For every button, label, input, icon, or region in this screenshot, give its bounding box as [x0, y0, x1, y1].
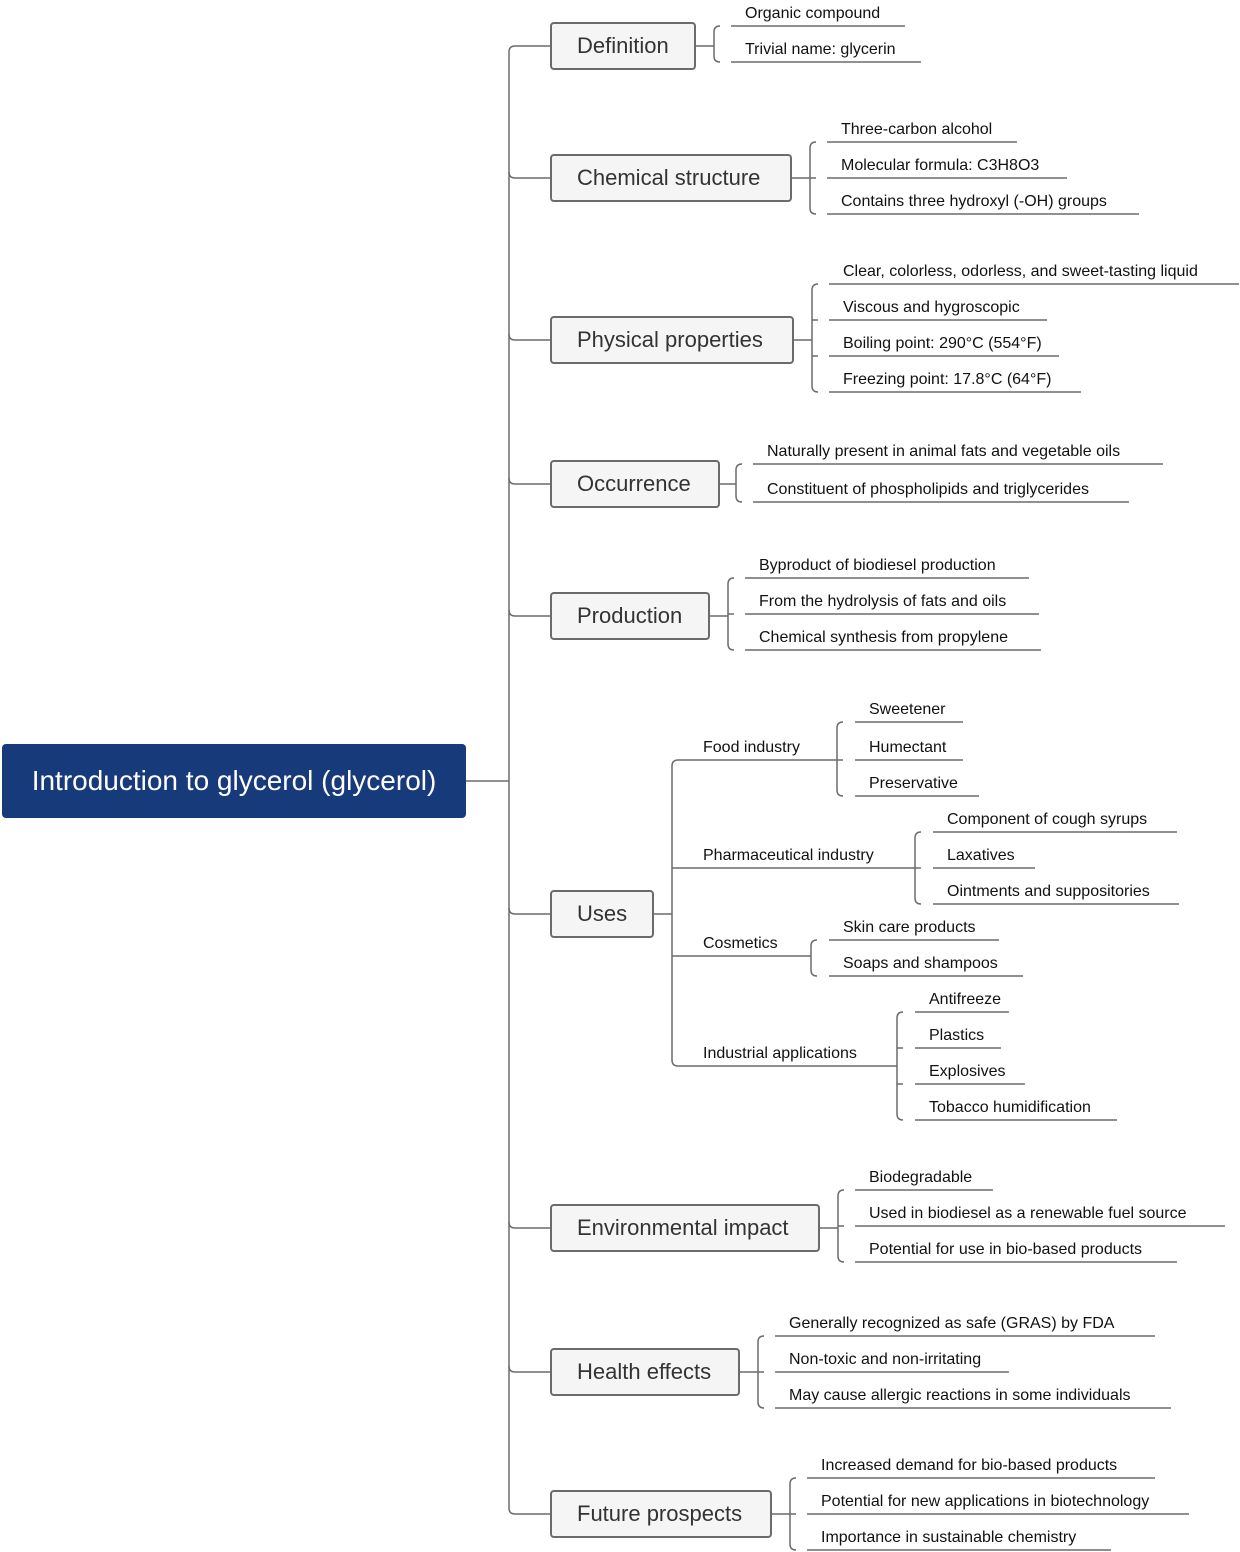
connector-line	[836, 721, 844, 797]
connector-line	[735, 463, 743, 503]
leaf-health-effects[interactable]: Generally recognized as safe (GRAS) by F…	[789, 1315, 1115, 1332]
leaf-environmental-impact[interactable]: Biodegradable	[869, 1169, 973, 1186]
leaf-production[interactable]: Byproduct of biodiesel production	[759, 557, 996, 574]
leaf-physical-properties[interactable]: Clear, colorless, odorless, and sweet-ta…	[843, 263, 1198, 280]
leaf-cosmetics[interactable]: Soaps and shampoos	[843, 955, 998, 972]
leaf-physical-properties[interactable]: Freezing point: 17.8°C (64°F)	[843, 371, 1052, 388]
topic-chemical-structure[interactable]: Chemical structure	[550, 154, 792, 202]
leaf-physical-properties[interactable]: Boiling point: 290°C (554°F)	[843, 335, 1042, 352]
leaf-industrial-applications[interactable]: Tobacco humidification	[929, 1099, 1091, 1116]
connector-line	[508, 45, 550, 53]
leaf-future-prospects[interactable]: Potential for new applications in biotec…	[821, 1493, 1150, 1510]
leaf-environmental-impact[interactable]: Used in biodiesel as a renewable fuel so…	[869, 1205, 1187, 1222]
leaf-industrial-applications[interactable]: Antifreeze	[929, 991, 1002, 1008]
connector-line	[508, 171, 550, 179]
leaf-occurrence[interactable]: Naturally present in animal fats and veg…	[767, 443, 1121, 460]
leaf-occurrence[interactable]: Constituent of phospholipids and triglyc…	[767, 481, 1089, 498]
leaf-food-industry[interactable]: Humectant	[869, 739, 947, 756]
leaf-environmental-impact[interactable]: Potential for use in bio-based products	[869, 1241, 1143, 1258]
leaf-production[interactable]: Chemical synthesis from propylene	[759, 629, 1008, 646]
topic-production[interactable]: Production	[550, 592, 710, 640]
topic-occurrence[interactable]: Occurrence	[550, 460, 720, 508]
connector-line	[671, 759, 679, 1067]
topic-environmental-impact[interactable]: Environmental impact	[550, 1204, 820, 1252]
leaf-pharmaceutical-industry[interactable]: Laxatives	[947, 847, 1015, 864]
connector-line	[508, 609, 550, 617]
leaf-industrial-applications[interactable]: Explosives	[929, 1063, 1006, 1080]
leaf-industrial-applications[interactable]: Plastics	[929, 1027, 985, 1044]
leaf-chemical-structure[interactable]: Molecular formula: C3H8O3	[841, 157, 1040, 174]
leaf-pharmaceutical-industry[interactable]: Component of cough syrups	[947, 811, 1148, 828]
connector-line	[508, 1221, 550, 1229]
leaf-future-prospects[interactable]: Importance in sustainable chemistry	[821, 1529, 1077, 1546]
topic-physical-properties[interactable]: Physical properties	[550, 316, 794, 364]
leaf-food-industry[interactable]: Sweetener	[869, 701, 946, 718]
leaf-food-industry[interactable]: Preservative	[869, 775, 958, 792]
topic-health-effects[interactable]: Health effects	[550, 1348, 740, 1396]
leaf-future-prospects[interactable]: Increased demand for bio-based products	[821, 1457, 1118, 1474]
leaf-pharmaceutical-industry[interactable]: Ointments and suppositories	[947, 883, 1150, 900]
connector-line	[508, 333, 550, 341]
group-cosmetics[interactable]: Cosmetics	[703, 935, 778, 952]
leaf-chemical-structure[interactable]: Contains three hydroxyl (-OH) groups	[841, 193, 1107, 210]
connector-line	[508, 1365, 550, 1373]
connector-line	[811, 283, 819, 393]
topic-uses[interactable]: Uses	[550, 890, 654, 938]
connector-line	[508, 477, 550, 485]
topic-definition[interactable]: Definition	[550, 22, 696, 70]
leaf-cosmetics[interactable]: Skin care products	[843, 919, 976, 936]
connector-line	[508, 1507, 550, 1515]
leaf-chemical-structure[interactable]: Three-carbon alcohol	[841, 121, 993, 138]
leaf-physical-properties[interactable]: Viscous and hygroscopic	[843, 299, 1020, 316]
connector-line	[713, 25, 721, 63]
leaf-production[interactable]: From the hydrolysis of fats and oils	[759, 593, 1007, 610]
leaf-definition[interactable]: Trivial name: glycerin	[745, 41, 896, 58]
leaf-health-effects[interactable]: May cause allergic reactions in some ind…	[789, 1387, 1131, 1404]
topic-future-prospects[interactable]: Future prospects	[550, 1490, 772, 1538]
leaf-definition[interactable]: Organic compound	[745, 5, 881, 22]
root-topic[interactable]: Introduction to glycerol (glycerol)	[2, 744, 466, 818]
group-pharmaceutical-industry[interactable]: Pharmaceutical industry	[703, 847, 874, 864]
leaf-health-effects[interactable]: Non-toxic and non-irritating	[789, 1351, 982, 1368]
group-industrial-applications[interactable]: Industrial applications	[703, 1045, 857, 1062]
connector-line	[508, 907, 550, 915]
connector-line	[810, 939, 818, 977]
group-food-industry[interactable]: Food industry	[703, 739, 800, 756]
connector-line	[896, 1011, 904, 1121]
